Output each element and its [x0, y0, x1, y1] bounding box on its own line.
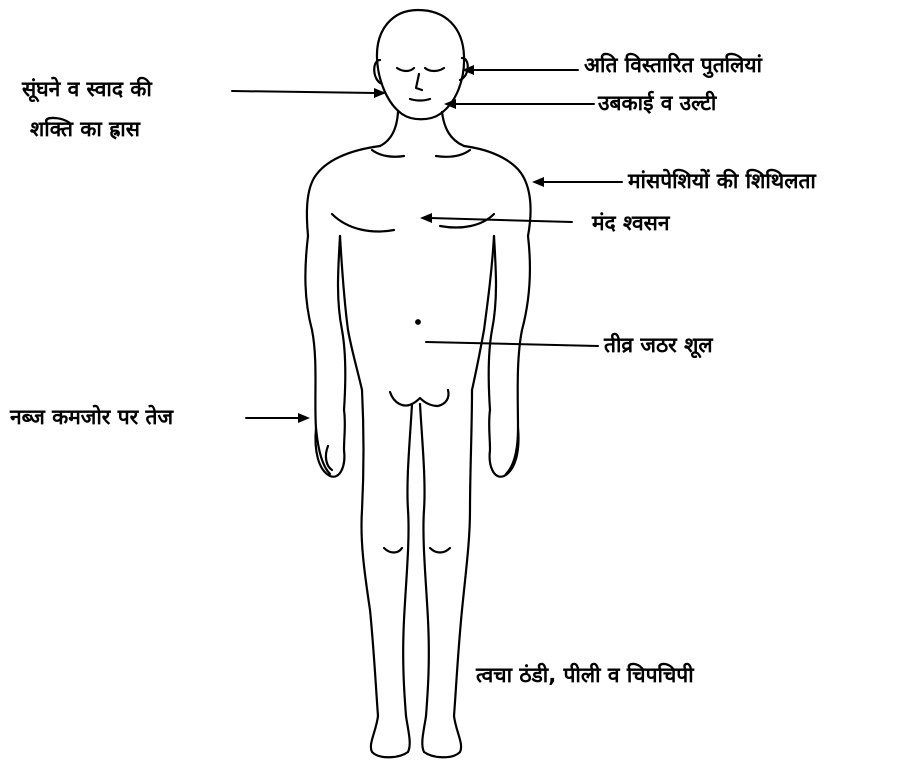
left-hand	[316, 410, 345, 477]
label-pupils: अति विस्तारित पुतलियां	[584, 52, 762, 78]
label-smell-taste-2: शक्ति का ह्रास	[30, 116, 140, 142]
arrow-stomach	[426, 342, 598, 346]
right-eye	[425, 68, 444, 71]
label-pulse: नब्ज कमजोर पर तेज	[10, 404, 173, 430]
right-foot	[422, 716, 461, 757]
arrow-muscle-head	[532, 177, 544, 187]
right-pec	[440, 214, 494, 228]
arrow-smell	[232, 91, 376, 93]
left-foot	[371, 716, 410, 757]
torso-right	[472, 236, 494, 390]
right-leg-outer	[454, 390, 472, 716]
left-leg-outer	[361, 390, 378, 716]
right-leg-inner	[420, 404, 429, 716]
left-pec	[332, 214, 394, 231]
right-shoulder	[464, 146, 531, 236]
arrow-breathing-head	[420, 213, 432, 223]
label-nausea: उबकाई व उल्टी	[598, 90, 716, 116]
collarbone-left	[372, 150, 404, 157]
torso-left	[340, 236, 362, 390]
label-breathing: मंद श्वसन	[592, 210, 669, 236]
left-knee	[384, 548, 402, 553]
right-knee	[430, 548, 450, 553]
nose	[416, 74, 422, 90]
label-muscle: मांसपेशियों की शिथिलता	[628, 168, 816, 194]
navel	[416, 320, 420, 324]
collarbone-right	[436, 150, 470, 157]
arrow-pulse-head	[298, 413, 310, 423]
left-leg-inner	[403, 404, 412, 716]
arrow-breathing	[430, 218, 572, 222]
neck-right	[442, 112, 464, 146]
right-hand	[489, 410, 518, 477]
label-smell-taste-1: सूंघने व स्वाद की	[22, 76, 152, 102]
neck-left	[380, 112, 398, 146]
left-arm-outer	[305, 236, 330, 474]
arrow-nausea-head	[444, 99, 456, 109]
left-thumb	[326, 446, 332, 470]
mouth	[410, 99, 430, 101]
label-stomach: तीव्र जठर शूल	[604, 332, 713, 358]
left-eye	[397, 68, 414, 71]
label-skin: त्वचा ठंडी, पीली व चिपचिपी	[476, 662, 694, 688]
